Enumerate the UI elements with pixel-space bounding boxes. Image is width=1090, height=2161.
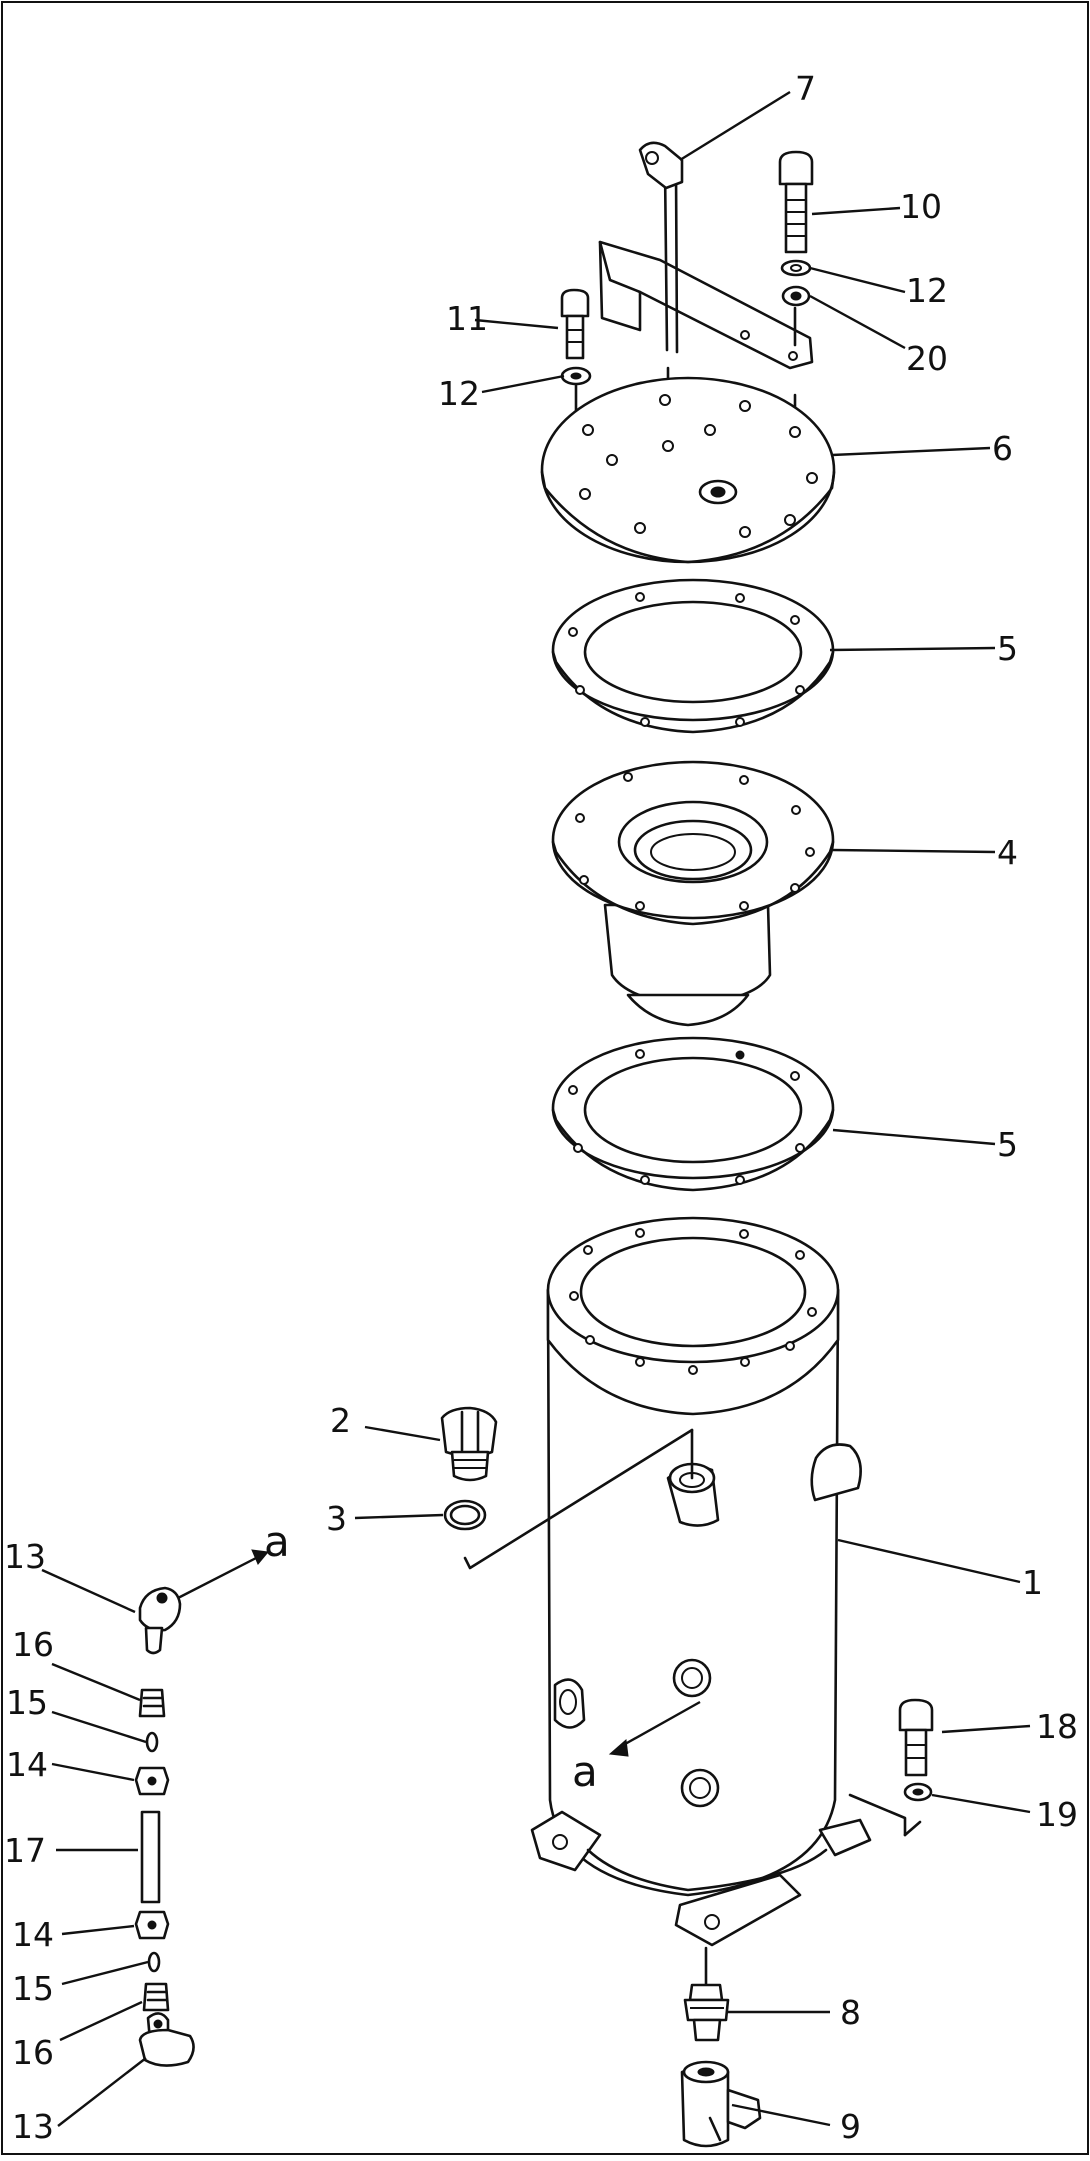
part-2-plug <box>440 1406 498 1482</box>
part-15-ring-upper <box>145 1731 159 1753</box>
part-5-gasket-upper <box>551 578 835 734</box>
callout-15-lower: 15 <box>12 1969 54 2008</box>
leader-lines <box>41 90 1031 2127</box>
part-10-bolt <box>778 150 814 254</box>
callout-11: 11 <box>446 299 488 338</box>
callout-6: 6 <box>992 429 1013 468</box>
part-17-pipe <box>140 1810 161 1904</box>
part-14-nut-upper <box>134 1766 170 1796</box>
callout-1: 1 <box>1022 1563 1043 1602</box>
part-12-washer-left <box>560 366 592 386</box>
part-7-sensor-bracket <box>598 141 814 370</box>
part-18-bolt <box>898 1698 934 1777</box>
part-20-washer <box>781 285 811 307</box>
part-4-flange-element <box>551 760 835 1027</box>
part-9-elbow-fitting <box>680 2060 762 2148</box>
arrow-a-lower-head <box>608 1739 629 1757</box>
callout-7: 7 <box>795 69 816 108</box>
callout-9: 9 <box>840 2107 861 2146</box>
callout-5-lower: 5 <box>997 1125 1018 1164</box>
callout-5-upper: 5 <box>997 629 1018 668</box>
connection-a-upper: a <box>264 1517 290 1566</box>
callout-17: 17 <box>4 1831 46 1870</box>
callout-14-lower: 14 <box>12 1915 54 1954</box>
part-16-nipple-lower <box>142 1982 170 2012</box>
part-6-cover-plate <box>540 376 836 564</box>
callout-16-upper: 16 <box>12 1625 54 1664</box>
callout-13-upper: 13 <box>4 1537 46 1576</box>
part-13-elbow-upper <box>138 1586 182 1655</box>
part-8-fitting <box>683 1946 730 2042</box>
pipe-route-3 <box>463 1428 694 1570</box>
part-11-bolt <box>560 288 590 360</box>
callout-15-upper: 15 <box>6 1683 48 1722</box>
callout-13-lower: 13 <box>12 2107 54 2146</box>
callout-12-upper: 12 <box>906 271 948 310</box>
callout-3: 3 <box>326 1499 347 1538</box>
part-12-washer-upper <box>780 259 812 277</box>
arrow-a-upper-line <box>177 1554 261 1600</box>
part-16-nipple-upper <box>138 1688 166 1718</box>
callout-16-lower: 16 <box>12 2033 54 2072</box>
callout-12-left: 12 <box>438 374 480 413</box>
part-14-nut-lower <box>134 1910 170 1940</box>
callout-14-upper: 14 <box>6 1745 48 1784</box>
arrow-a-lower-line <box>617 1700 701 1750</box>
part-15-ring-lower <box>147 1951 161 1973</box>
callout-10: 10 <box>900 187 942 226</box>
callout-8: 8 <box>840 1993 861 2032</box>
part-3-o-ring <box>443 1499 487 1531</box>
callout-19: 19 <box>1036 1795 1078 1834</box>
connection-a-lower: a <box>572 1747 598 1796</box>
part-1-filter-body <box>530 1216 922 1947</box>
part-13-elbow-lower <box>138 2012 195 2067</box>
part-5-gasket-lower <box>551 1036 835 1192</box>
part-19-washer <box>903 1782 933 1802</box>
arrow-a-upper-head <box>251 1549 269 1565</box>
callout-2: 2 <box>330 1401 351 1440</box>
callout-18: 18 <box>1036 1707 1078 1746</box>
callout-4: 4 <box>997 833 1018 872</box>
callout-20: 20 <box>906 339 948 378</box>
